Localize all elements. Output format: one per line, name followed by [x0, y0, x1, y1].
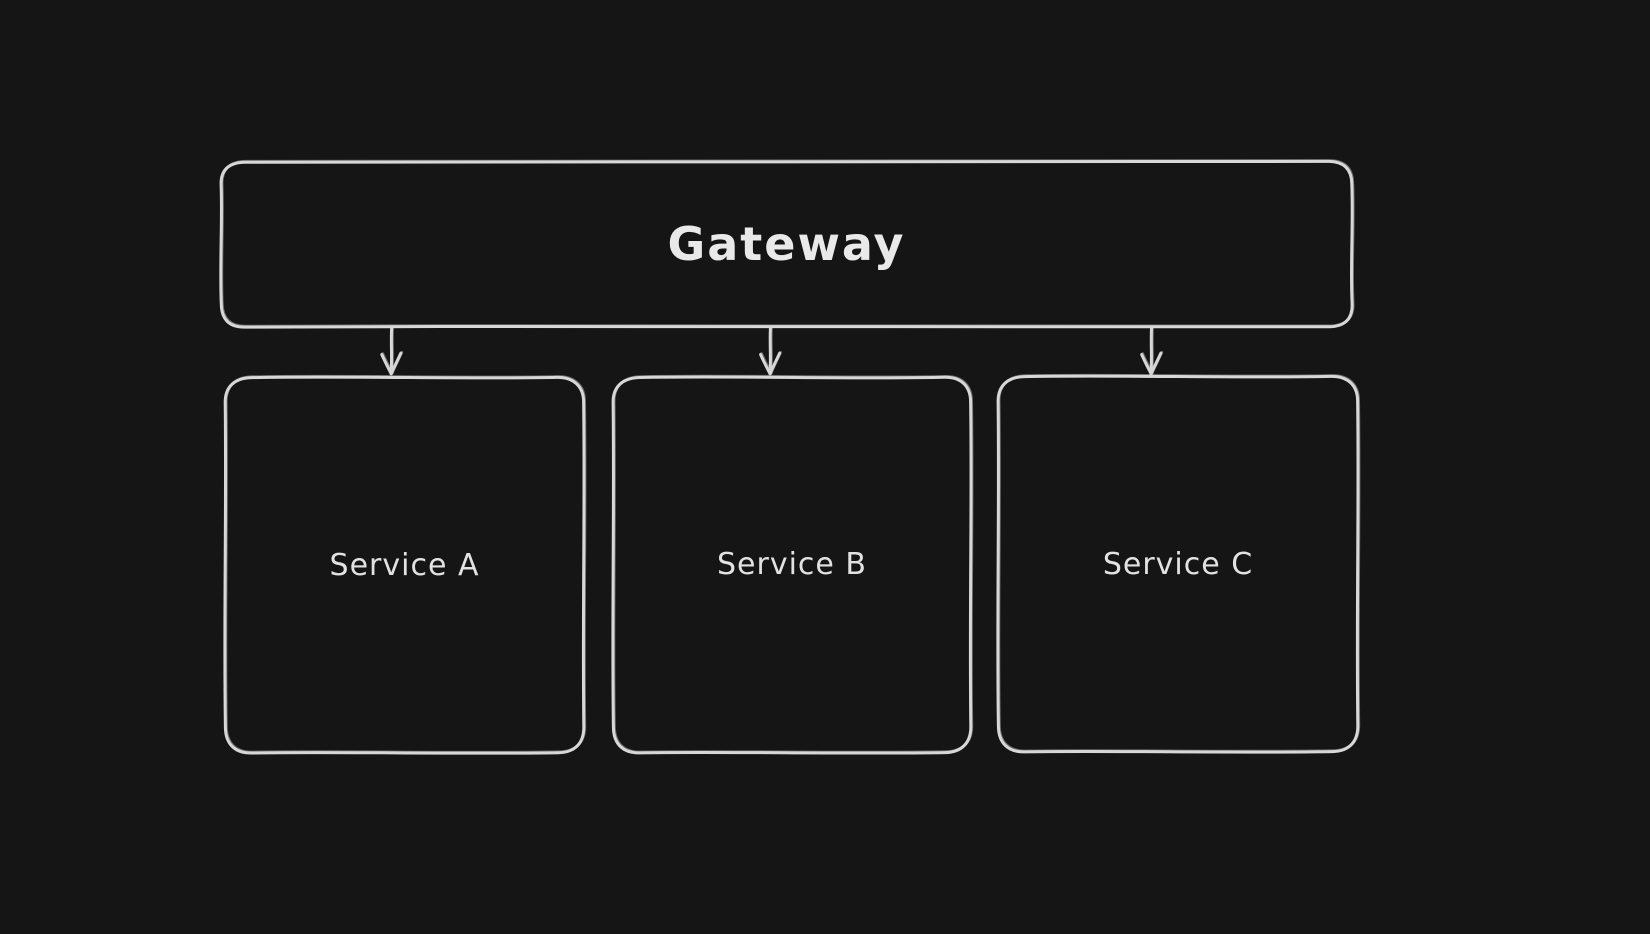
gateway-node-label: Gateway [667, 217, 906, 271]
service-b-node-label: Service B [717, 547, 867, 582]
service-b-node[interactable]: Service B [613, 377, 971, 752]
arrow-gateway-to-service-b[interactable] [759, 326, 783, 376]
service-a-node-shape[interactable] [223, 374, 587, 755]
arrow-gateway-to-service-c[interactable] [1140, 326, 1164, 376]
service-c-node-label: Service C [1102, 546, 1254, 582]
service-c-node[interactable]: Service C [998, 376, 1358, 752]
gateway-node[interactable]: Gateway [221, 161, 1352, 327]
service-a-node-label: Service A [329, 547, 480, 583]
arrow-gateway-to-service-a[interactable] [380, 326, 404, 376]
gateway-node-shape[interactable] [219, 159, 1355, 329]
service-b-node-shape[interactable] [611, 374, 974, 755]
service-a-node[interactable]: Service A [225, 377, 584, 753]
service-c-node-shape[interactable] [996, 373, 1361, 754]
